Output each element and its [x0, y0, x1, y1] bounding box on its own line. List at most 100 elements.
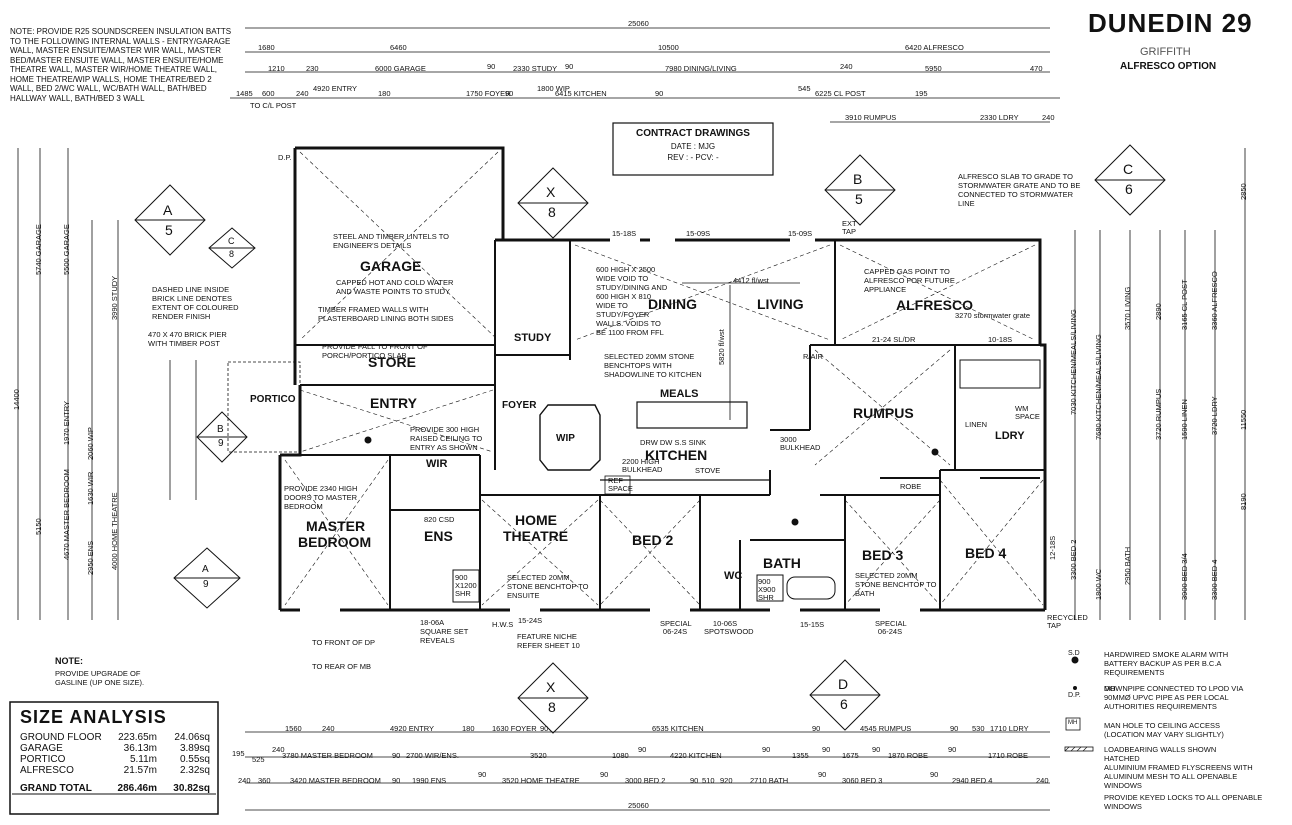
- bottom-dim-r2-4: 3780 MASTER BEDROOM: [282, 751, 373, 760]
- bottom-dim-r2-7: 3520: [530, 751, 547, 760]
- bottom-dim-r3-5: 1990 ENS: [412, 776, 447, 785]
- top-dim-r2-2: 230: [306, 64, 319, 73]
- legend-downpipe: MH: [1104, 684, 1116, 693]
- callout-d6-num: 6: [840, 696, 848, 712]
- legend-symbol-dp: D.P.: [1068, 692, 1081, 699]
- note-square-set: 18-06A SQUARE SET REVEALS: [420, 618, 469, 645]
- top-dim-r2-6: 90: [565, 62, 574, 71]
- left-dim-6: 1630 WIR: [86, 471, 95, 505]
- top-dim-r3-12: 6225 CL POST: [815, 89, 866, 98]
- note-dashed-brick: DASHED LINE INSIDE BRICK LINE DENOTES EX…: [152, 285, 239, 321]
- note-front-of-dp: TO FRONT OF DP: [312, 638, 376, 647]
- room-home-theatre-2: THEATRE: [503, 528, 569, 544]
- bottom-dim-r2-10: 4220 KITCHEN: [670, 751, 722, 760]
- bottom-dim-5: 1630 FOYER: [492, 724, 537, 733]
- legend-loadbearing: LOADBEARING WALLS SHOWN HATCHED: [1104, 745, 1217, 763]
- bottom-dim-11: 530: [972, 724, 985, 733]
- room-dining: DINING: [648, 296, 697, 312]
- size-total-row: GRAND TOTAL 286.46m 30.82sq: [20, 783, 210, 794]
- callout-b5-num: 5: [855, 191, 863, 207]
- note-ravair: R/AIR: [803, 352, 824, 361]
- right-dim-6: 3165 CL POST: [1180, 279, 1189, 330]
- note-stone-ensuite: SELECTED 20mm STONE BENCHTOP TO ENSUITE: [507, 573, 589, 600]
- note-ref-space: REF SPACE: [608, 476, 633, 493]
- right-dim-2: 3360 ALFRESCO: [1210, 271, 1219, 330]
- callout-b5-letter: B: [853, 171, 863, 187]
- legend-keyed-locks: PROVIDE KEYED LOCKS TO ALL OPENABLE WIND…: [1104, 793, 1263, 811]
- top-dim-r2-3: 6000 GARAGE: [375, 64, 426, 73]
- left-overall-dim: 14400: [12, 389, 21, 410]
- room-ens: ENS: [424, 528, 453, 544]
- bottom-dim-r3-14: 90: [818, 770, 827, 779]
- top-dim-r4-1: TO C/L POST: [250, 101, 297, 110]
- window-2: 15-09S: [686, 229, 711, 238]
- top-dim-r3-3: 240: [296, 89, 309, 98]
- bottom-dim-r3-17: 2940 BED 4: [952, 776, 993, 785]
- bottom-dim-r2-17: 90: [948, 745, 957, 754]
- room-bed4: BED 4: [965, 545, 1007, 561]
- note-stormwater: 3270 stormwater grate: [955, 311, 1031, 320]
- top-dim-r2-5: 2330 STUDY: [513, 64, 558, 73]
- note-bulkhead: 2200 HIGH BULKHEAD: [622, 457, 663, 474]
- note-brick-pier: 470 x 470 BRICK PIER WITH TIMBER POST: [148, 330, 227, 348]
- bottom-dim-r3-4: 90: [392, 776, 401, 785]
- note-rear-of-mb: TO REAR OF MB: [312, 662, 372, 671]
- callout-b9-letter: B: [217, 424, 224, 435]
- bottom-dim-r3-9: 3000 BED 2: [625, 776, 666, 785]
- top-dim-r3-11: 545: [798, 84, 811, 93]
- note-timber-walls: TIMBER FRAMED WALLS WITH PLASTERBOARD LI…: [318, 305, 454, 323]
- contract-title: CONTRACT DRAWINGS: [636, 128, 750, 139]
- bottom-dim-r2-5: 90: [392, 751, 401, 760]
- right-dim-1: 2850: [1239, 183, 1248, 200]
- bottom-dim-r2-1: 195: [232, 749, 245, 758]
- right-dim-5: 2890: [1154, 303, 1163, 320]
- room-bed3: BED 3: [862, 547, 904, 563]
- callout-a5-num: 5: [165, 222, 173, 238]
- size-analysis-rows: GROUND FLOOR 223.65m 24.06sq GARAGE 36.1…: [20, 732, 210, 794]
- bottom-dim-r2-16: 1870 ROBE: [888, 751, 929, 760]
- right-dim-14: 3300 BED 4: [1210, 559, 1219, 600]
- right-dim-10: 3900 BED 3/4: [1180, 553, 1189, 600]
- note-raised-ceiling: PROVIDE 300 HIGH RAISED CEILING TO ENTRY…: [410, 425, 483, 452]
- top-dim-r4-4: 240: [1042, 113, 1055, 122]
- top-dim-r3-2: 600: [262, 89, 275, 98]
- insulation-note: NOTE: PROVIDE R25 SOUNDSCREEN INSULATION…: [10, 27, 232, 103]
- note-special-1: SPECIAL 06-24S: [660, 619, 692, 636]
- room-store: STORE: [368, 354, 416, 370]
- note-capped-water: CAPPED HOT AND COLD WATER AND WASTE POIN…: [336, 278, 454, 296]
- callout-a9-num: 9: [203, 579, 209, 590]
- contract-block: CONTRACT DRAWINGS DATE : MJG REV : - PCV…: [613, 128, 773, 162]
- right-dim-15: 8190: [1239, 493, 1248, 510]
- room-home-theatre-1: HOME: [515, 512, 557, 528]
- bottom-dim-r3-12: 920: [720, 776, 733, 785]
- legend-flyscreens: ALUMINIUM FRAMED FLYSCREENS WITH ALUMINU…: [1104, 763, 1253, 790]
- callout-x8-num: 8: [548, 204, 556, 220]
- note-gas-point: CAPPED GAS POINT TO ALFRESCO FOR FUTURE …: [864, 267, 955, 294]
- bottom-dim-6: 90: [540, 724, 549, 733]
- note-high-doors: PROVIDE 2340 HIGH DOORS TO MASTER BEDROO…: [284, 484, 358, 511]
- bottom-dim-r2-9: 90: [638, 745, 647, 754]
- top-dim-r2-4: 90: [487, 62, 496, 71]
- left-dim-8: 2950 ENS: [86, 540, 95, 575]
- bottom-dim-r3-11: 510: [702, 776, 715, 785]
- note-shr1: 900 x1200 SHR: [455, 573, 477, 598]
- room-portico: PORTICO: [250, 394, 296, 405]
- note-robe: ROBE: [900, 482, 922, 491]
- bottom-dim-r2-13: 90: [822, 745, 831, 754]
- left-dim-3: 3990 STUDY: [110, 275, 119, 320]
- callout-x8-letter: X: [546, 184, 556, 200]
- right-dim-16: 7030 KITCHEN/MEALS/LIVING: [1069, 309, 1078, 415]
- size-row: ALFRESCO 21.57m 2.32sq: [20, 765, 210, 776]
- left-dim-7: 4670 MASTER BEDROOM: [62, 469, 71, 560]
- top-dim-r3-10: 90: [655, 89, 664, 98]
- top-dim-r2-8: 240: [840, 62, 853, 71]
- top-dim-r3-1: 1485: [236, 89, 253, 98]
- window-7: 15-15S: [800, 620, 825, 629]
- right-dim-8: 3720 RUMPUS: [1154, 388, 1163, 440]
- note-bulkhead2: 3000 BULKHEAD: [780, 435, 821, 452]
- callout-c6-num: 6: [1125, 181, 1133, 197]
- right-dim-3: 3720 LDRY: [1210, 396, 1219, 435]
- room-alfresco: ALFRESCO: [896, 297, 973, 313]
- room-wip: WIP: [556, 433, 575, 444]
